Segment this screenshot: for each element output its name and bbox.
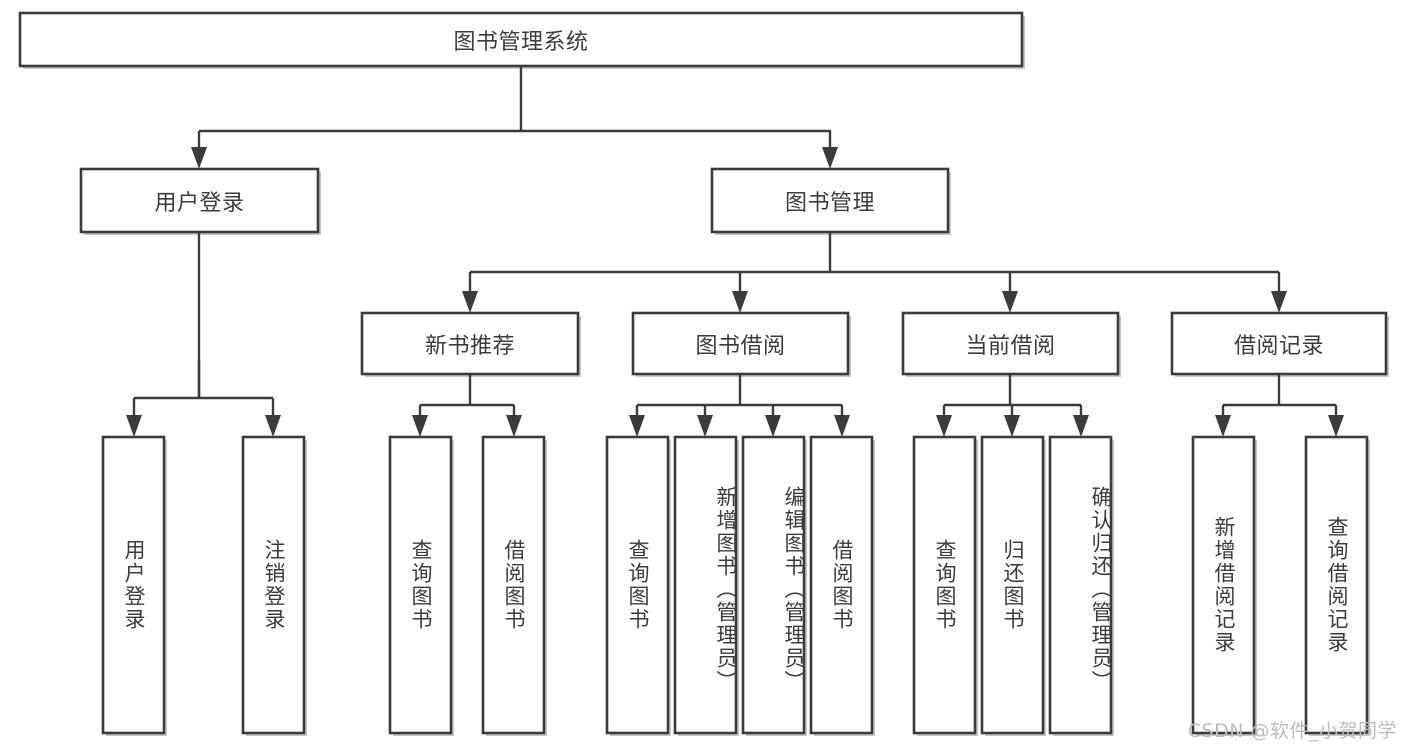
node-leaf-borrow-book-1[interactable]: [481, 435, 546, 735]
node-leaf-query-book-2[interactable]: [605, 435, 670, 735]
node-new-book-recommend[interactable]: [360, 311, 580, 376]
watermark-text: CSDN @软件_小贺同学: [1187, 720, 1397, 742]
node-leaf-add-record[interactable]: [1191, 435, 1256, 735]
node-leaf-query-book-1[interactable]: [388, 435, 453, 735]
node-user-login[interactable]: [79, 167, 320, 234]
node-book-management[interactable]: [710, 167, 950, 234]
node-leaf-return-book[interactable]: [980, 435, 1045, 735]
node-leaf-edit-book[interactable]: [741, 435, 806, 735]
node-root[interactable]: [18, 11, 1024, 68]
node-leaf-logout[interactable]: [241, 435, 306, 735]
node-book-borrow[interactable]: [631, 311, 850, 376]
node-leaf-query-record[interactable]: [1304, 435, 1369, 735]
node-leaf-confirm-return[interactable]: [1048, 435, 1113, 735]
node-leaf-query-book-3[interactable]: [912, 435, 977, 735]
arrow-heads: [126, 147, 1344, 437]
connectors: [132, 66, 1338, 421]
node-leaf-add-book[interactable]: [673, 435, 738, 735]
node-leaf-borrow-book-2[interactable]: [809, 435, 874, 735]
node-current-borrow[interactable]: [901, 311, 1120, 376]
node-borrow-record[interactable]: [1170, 311, 1388, 376]
node-leaf-user-login[interactable]: [101, 435, 166, 735]
node-boxes: [18, 11, 1388, 735]
